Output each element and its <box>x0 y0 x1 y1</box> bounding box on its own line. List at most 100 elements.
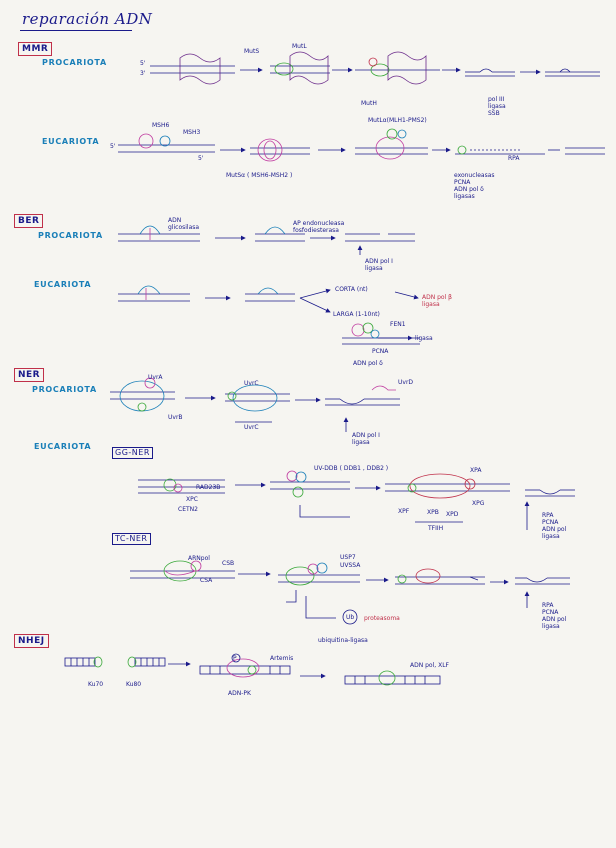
label-proteasoma: proteasoma <box>364 615 400 622</box>
gg-ner-tag: GG-NER <box>112 447 153 459</box>
tcner-step1 <box>130 560 235 582</box>
mmr-pro-step1 <box>150 53 235 85</box>
label-ner-pol-i: ADN pol I ligasa <box>352 432 380 446</box>
ner-pro-step3 <box>325 385 400 406</box>
mmr-euc-step3 <box>355 128 428 160</box>
tc-ner-tag: TC-NER <box>112 533 151 545</box>
label-csb: CSB <box>222 560 235 567</box>
label-exo-list: exonucleasas PCNA ADN pol δ ligasas <box>454 172 495 200</box>
label-ggner-repair: RPA PCNA ADN pol ligasa <box>542 512 567 540</box>
ggner-step4 <box>525 489 575 497</box>
label-xpb: XPB <box>427 509 439 516</box>
label-usp7: USP7 <box>340 554 356 561</box>
label-xpd: XPD <box>446 511 459 518</box>
label-artemis: Artemis <box>270 655 294 662</box>
tcner-step4 <box>515 577 570 585</box>
mmr-euc-step1 <box>118 133 215 153</box>
label-muth: MutH <box>361 100 377 107</box>
label-ubiquitina: ubiquitina-ligasa <box>318 637 368 644</box>
label-5prime-b: 5' <box>110 143 116 150</box>
label-larga: LARGA (1-10nt) <box>333 311 380 318</box>
label-uv-ddb: UV-DDB ( DDB1 , DDB2 ) <box>314 465 389 472</box>
title-underline <box>20 30 132 31</box>
label-uvrc-cut: UvrC <box>244 424 259 431</box>
nhej-step2 <box>199 653 291 678</box>
label-msh6: MSH6 <box>152 122 170 129</box>
ber-tag: BER <box>14 214 44 228</box>
mmr-euc-step5 <box>565 147 605 155</box>
ber-euc-step1 <box>118 285 190 302</box>
label-xpg: XPG <box>472 500 485 507</box>
ner-eucariota: EUCARIOTA <box>34 442 92 451</box>
label-5prime-c: 5' <box>198 155 204 162</box>
label-pcna: PCNA <box>372 348 389 355</box>
label-ber-pol-beta: ADN pol β ligasa <box>422 294 453 308</box>
label-corta: CORTA (nt) <box>335 286 368 293</box>
mmr-tag: MMR <box>18 42 53 56</box>
label-ligasa: ligasa <box>415 335 433 342</box>
label-muts: MutS <box>244 48 260 55</box>
label-adn-pk: ADN-PK <box>228 690 251 697</box>
nhej-step1 <box>64 656 166 668</box>
tcner-step3 <box>395 568 485 585</box>
ber-euc-step2 <box>245 287 295 302</box>
label-pol-ligasa: pol III ligasa SSB <box>488 96 506 117</box>
ber-pro-step1 <box>118 225 200 242</box>
ner-procariota: PROCARIOTA <box>32 385 97 394</box>
label-arn-pol: ARNpol <box>188 555 210 562</box>
label-ber-pol-i: ADN pol I ligasa <box>365 258 393 272</box>
label-mutsalpha: MutSα ( MSH6-MSH2 ) <box>226 172 293 179</box>
label-ap-endo: AP endonucleasa fosfodiesterasa <box>293 220 345 234</box>
label-adn-glicosilasa: ADN glicosilasa <box>168 217 200 231</box>
mmr-pro-step3 <box>355 51 440 85</box>
label-xpc: XPC <box>186 496 198 503</box>
page-title: reparación ADN <box>22 10 153 28</box>
label-3prime-a: 3' <box>140 70 146 77</box>
ner-tag: NER <box>14 368 45 382</box>
label-ub: Ub <box>346 614 355 621</box>
label-mutl: MutL <box>292 43 307 50</box>
mmr-euc-step2 <box>250 138 310 162</box>
ber-procariota: PROCARIOTA <box>38 231 103 240</box>
label-csa: CSA <box>200 577 213 584</box>
tcner-step2 <box>278 562 360 586</box>
ggner-step1 <box>138 478 225 494</box>
ber-pro-step2 <box>255 226 305 242</box>
label-uvra: UvrA <box>148 374 163 381</box>
mmr-pro-step4 <box>465 68 515 77</box>
nhej-tag: NHEJ <box>14 634 49 648</box>
label-rpa: RPA <box>508 155 520 162</box>
ber-pro-step3 <box>345 233 415 242</box>
ber-eucariota: EUCARIOTA <box>34 280 92 289</box>
label-xpa: XPA <box>470 467 482 474</box>
mmr-pro-step2 <box>270 51 330 85</box>
mmr-euc-step4 <box>455 145 545 155</box>
label-nhej-pol: ADN pol, XLF <box>410 662 449 669</box>
label-msh3: MSH3 <box>183 129 201 136</box>
mmr-procariota: PROCARIOTA <box>42 58 107 67</box>
ner-pro-step1 <box>110 377 175 412</box>
label-xpf: XPF <box>398 508 410 515</box>
label-uvrc: UvrC <box>244 380 259 387</box>
label-fen1: FEN1 <box>390 321 406 328</box>
ggner-step2 <box>270 470 350 498</box>
label-mutlalpha: MutLα(MLH1-PMS2) <box>368 117 427 124</box>
ggner-step3 <box>385 473 510 523</box>
ner-pro-step2 <box>225 384 290 423</box>
label-rad23b: RAD23B <box>196 484 221 491</box>
label-uvrb: UvrB <box>168 414 183 421</box>
label-ku80: Ku80 <box>126 681 142 688</box>
label-uvssa: UVSSA <box>340 562 361 569</box>
label-cetn2: CETN2 <box>178 506 198 513</box>
label-tfiih: TFIIH <box>428 525 444 532</box>
mmr-pro-step5 <box>545 68 600 77</box>
label-ber-pol-delta: ADN pol δ <box>353 360 383 367</box>
label-ku70: Ku70 <box>88 681 104 688</box>
label-p: P <box>233 655 237 662</box>
label-5prime-a: 5' <box>140 60 146 67</box>
label-uvrd: UvrD <box>398 379 414 386</box>
nhej-step3 <box>344 670 441 686</box>
ber-euc-long <box>342 322 420 345</box>
